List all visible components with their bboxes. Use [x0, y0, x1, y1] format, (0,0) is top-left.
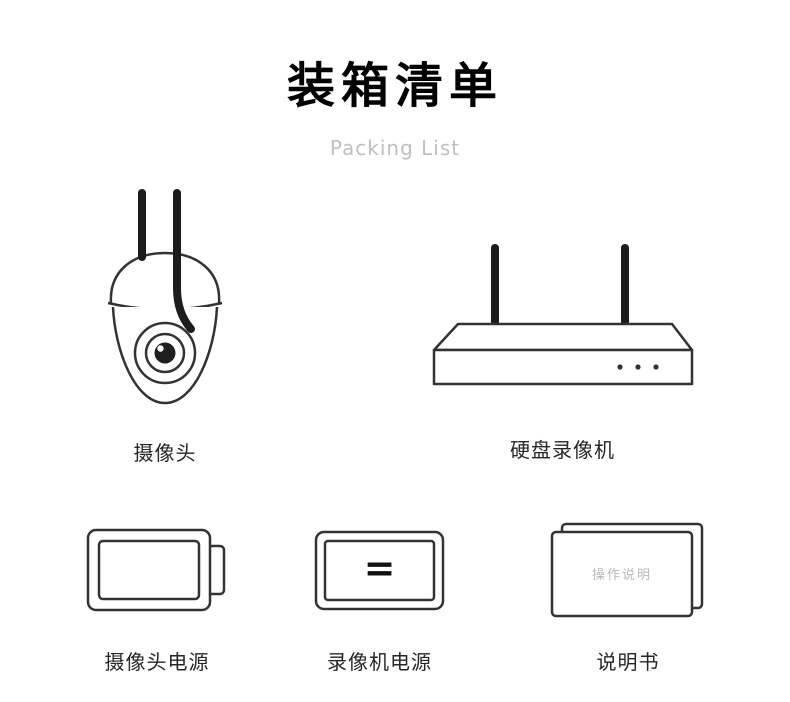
nvr-led-dot: [617, 364, 623, 370]
manual-front-sheet: [550, 530, 694, 618]
nvr-led-dot: [635, 364, 641, 370]
camera-power-label: 摄像头电源: [104, 650, 210, 674]
nvr-top-face: [432, 322, 694, 352]
camera-power-illustration: [86, 528, 226, 612]
nvr-power-item: = 录像机电源: [312, 528, 447, 675]
manual-item: 操作说明 说明书: [548, 520, 708, 675]
camera-antenna-right: [173, 189, 195, 333]
camera-dome-cap: [109, 251, 221, 304]
nvr-illustration: [432, 244, 694, 386]
nvr-power-illustration: [314, 530, 445, 611]
camera-label: 摄像头: [133, 441, 197, 465]
nvr-led-dot: [653, 364, 659, 370]
equals-symbol: =: [363, 546, 396, 590]
manual-label: 说明书: [596, 650, 660, 674]
nvr-item: 硬盘录像机: [420, 240, 705, 463]
adapter-inner-panel: [323, 539, 436, 602]
camera-item: 摄像头: [85, 185, 245, 466]
nvr-front-face: [432, 348, 694, 386]
camera-illustration: [107, 189, 223, 405]
manual-illustration: [550, 522, 704, 618]
camera-power-item: 摄像头电源: [82, 524, 232, 675]
manual-cover-text: 操作说明: [591, 568, 652, 583]
adapter-inner-panel: [97, 539, 201, 601]
nvr-power-label: 录像机电源: [327, 650, 432, 674]
nvr-label: 硬盘录像机: [510, 438, 615, 462]
page-title: 装箱清单: [286, 58, 503, 114]
camera-lens-core: [154, 342, 176, 364]
page-subtitle: Packing List: [329, 136, 461, 160]
camera-lens-highlight: [157, 345, 164, 352]
